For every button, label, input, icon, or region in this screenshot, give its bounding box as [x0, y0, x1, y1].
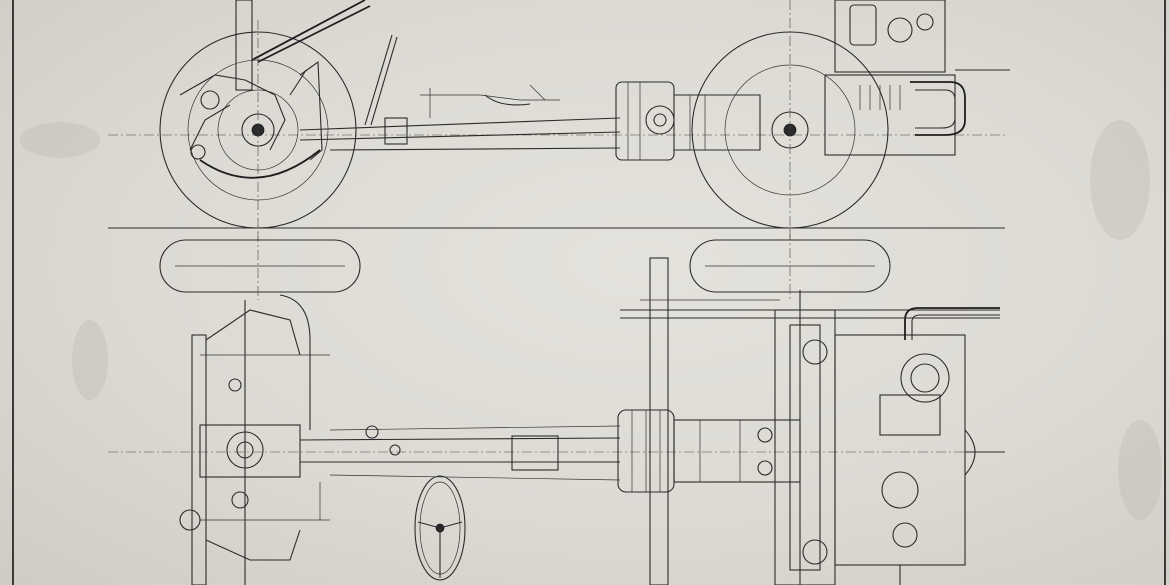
rear-tyre-plan	[689, 230, 891, 300]
front-wheel-side	[159, 20, 357, 240]
front-tyre-plan	[159, 232, 361, 300]
rear-wheel-side	[691, 0, 889, 240]
side-elevation-view	[108, 0, 1010, 240]
backbone-tube-plan	[299, 425, 621, 520]
engine-plan	[834, 307, 1005, 585]
gearbox-plan	[617, 409, 801, 493]
central-tube-side	[299, 84, 621, 151]
sheet-border	[12, 0, 1166, 585]
plan-view	[108, 230, 1005, 585]
rear-frame-plan	[774, 290, 836, 585]
gearbox-side	[615, 81, 761, 161]
front-suspension-side	[179, 0, 398, 161]
steering-wheel-plan	[414, 475, 466, 581]
paper-stains	[20, 120, 1162, 520]
transverse-bar-plan	[620, 257, 1000, 585]
front-axle-plan	[179, 294, 330, 585]
engine-side	[824, 0, 1010, 156]
